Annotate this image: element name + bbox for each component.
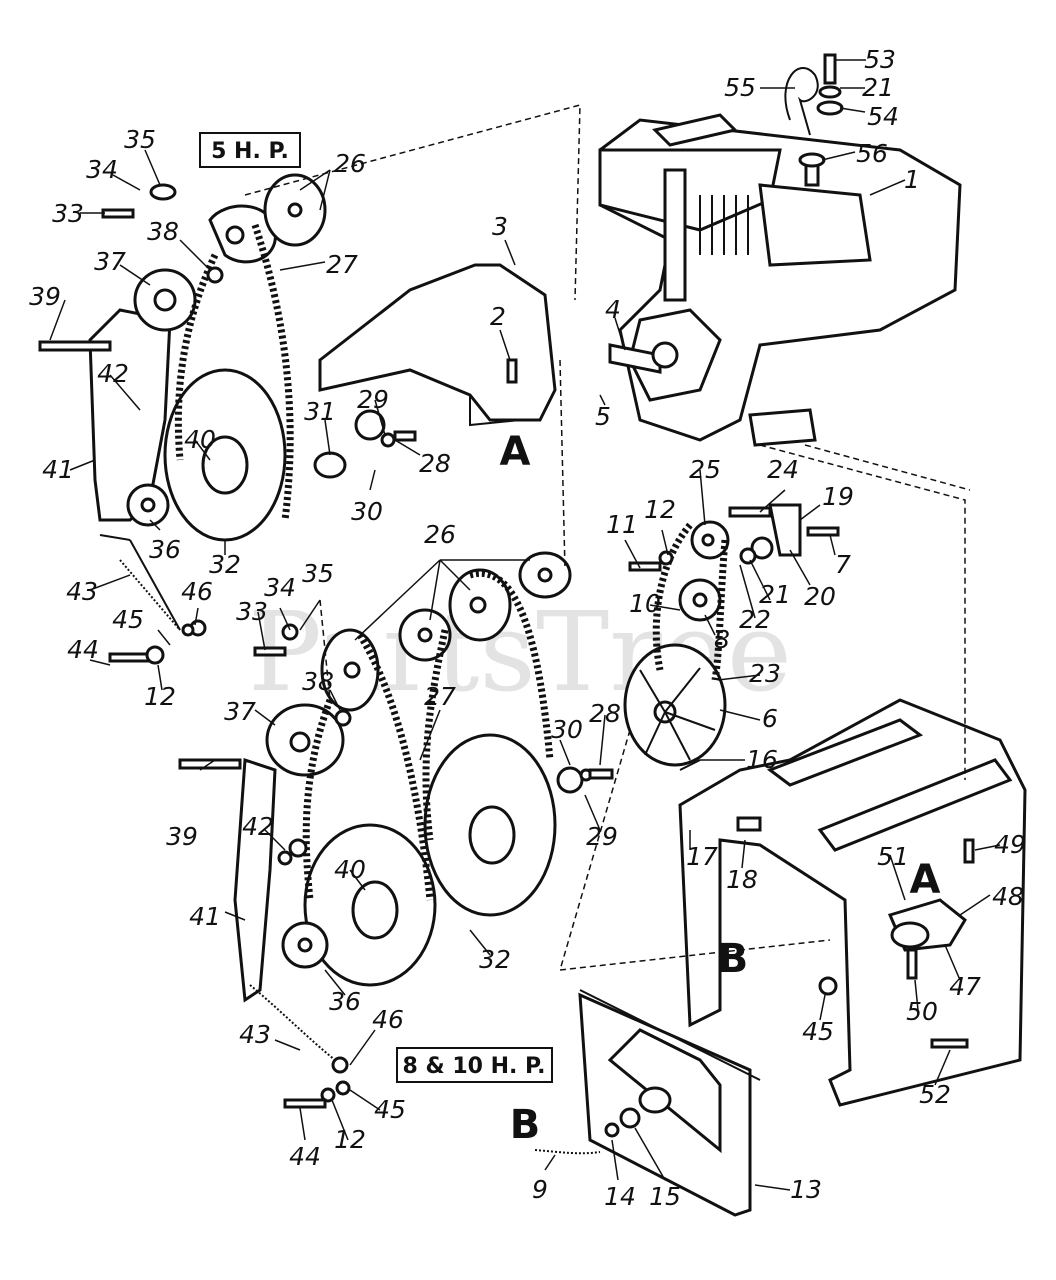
callout-6: 6	[762, 704, 778, 733]
callout-8: 8	[714, 625, 730, 654]
section-letter: A	[910, 857, 941, 903]
callout-40: 40	[334, 855, 366, 884]
callout-33: 33	[52, 199, 84, 228]
callout-53: 53	[864, 45, 896, 74]
callout-16: 16	[746, 745, 778, 774]
callout-36: 36	[149, 535, 181, 564]
callout-32: 32	[209, 550, 241, 579]
callout-38: 38	[302, 667, 334, 696]
pulley-cover	[318, 263, 557, 427]
label-8-10hp: 8 & 10 H. P.	[403, 1054, 546, 1079]
callout-13: 13	[790, 1175, 822, 1204]
callout-54: 54	[867, 102, 899, 131]
callout-4: 4	[605, 295, 621, 324]
callout-45: 45	[374, 1095, 406, 1124]
callout-39: 39	[29, 282, 61, 311]
callout-41: 41	[189, 902, 221, 931]
callout-34: 34	[264, 573, 296, 602]
callout-21: 21	[862, 73, 894, 102]
callout-17: 17	[686, 842, 718, 871]
callout-12: 12	[644, 495, 676, 524]
leader-lines	[49, 59, 1001, 1191]
callout-27: 27	[326, 250, 358, 279]
label-box-8-10hp: 8 & 10 H. P.	[396, 1047, 553, 1083]
callout-40: 40	[184, 425, 216, 454]
callout-37: 37	[94, 247, 126, 276]
callout-10: 10	[629, 589, 661, 618]
callout-19: 19	[822, 482, 854, 511]
callout-27: 27	[424, 682, 456, 711]
label-5hp: 5 H. P.	[211, 139, 289, 164]
callout-3: 3	[492, 212, 508, 241]
callout-51: 51	[877, 842, 909, 871]
callout-31: 31	[304, 397, 336, 426]
callout-14: 14	[604, 1182, 636, 1211]
callout-34: 34	[86, 155, 118, 184]
label-box-5hp: 5 H. P.	[199, 132, 301, 168]
callout-9: 9	[532, 1175, 548, 1204]
callout-20: 20	[804, 582, 836, 611]
callout-22: 22	[739, 605, 771, 634]
callout-48: 48	[992, 882, 1024, 911]
callout-28: 28	[589, 699, 621, 728]
guide-lines	[244, 104, 971, 971]
callout-45: 45	[802, 1017, 834, 1046]
frame	[678, 698, 1027, 1107]
callout-25: 25	[689, 455, 721, 484]
section-letter: B	[718, 936, 749, 982]
section-letter: B	[510, 1102, 541, 1148]
callout-41: 41	[42, 455, 74, 484]
callout-56: 56	[856, 139, 888, 168]
callout-30: 30	[351, 497, 383, 526]
callout-55: 55	[724, 73, 756, 102]
callout-36: 36	[329, 987, 361, 1016]
callout-28: 28	[419, 449, 451, 478]
callout-24: 24	[767, 455, 799, 484]
callout-26: 26	[334, 149, 366, 178]
callout-46: 46	[372, 1005, 404, 1034]
callout-42: 42	[97, 359, 129, 388]
callout-18: 18	[726, 865, 758, 894]
callout-33: 33	[236, 597, 268, 626]
callout-46: 46	[181, 577, 213, 606]
callout-39: 39	[166, 822, 198, 851]
callout-44: 44	[67, 635, 99, 664]
callout-52: 52	[919, 1080, 951, 1109]
callout-42: 42	[242, 812, 274, 841]
callout-47: 47	[949, 972, 981, 1001]
idler-bracket	[534, 989, 761, 1217]
drive-pulley-assembly	[623, 503, 840, 767]
callout-2: 2	[490, 302, 506, 331]
callout-23: 23	[749, 659, 781, 688]
callout-35: 35	[124, 125, 156, 154]
callout-30: 30	[551, 715, 583, 744]
callout-37: 37	[224, 697, 256, 726]
callout-32: 32	[479, 945, 511, 974]
callout-26: 26	[424, 520, 456, 549]
callouts: 53 55 21 54 56 1 35 26 34 33 38 27 37 3 …	[29, 45, 1026, 1211]
callout-29: 29	[357, 385, 389, 414]
callout-5: 5	[595, 402, 611, 431]
callout-44: 44	[289, 1142, 321, 1171]
hp8-10-assembly	[178, 551, 614, 1109]
callout-35: 35	[302, 559, 334, 588]
hp5-assembly	[38, 173, 417, 665]
callout-45: 45	[112, 605, 144, 634]
callout-29: 29	[586, 822, 618, 851]
callout-49: 49	[994, 830, 1026, 859]
callout-43: 43	[239, 1020, 271, 1049]
callout-50: 50	[906, 997, 938, 1026]
callout-12: 12	[334, 1125, 366, 1154]
callout-15: 15	[649, 1182, 681, 1211]
callout-12: 12	[144, 682, 176, 711]
callout-43: 43	[66, 577, 98, 606]
callout-1: 1	[904, 165, 920, 194]
callout-21: 21	[759, 580, 791, 609]
callout-38: 38	[147, 217, 179, 246]
callout-7: 7	[835, 550, 851, 579]
callout-11: 11	[606, 510, 638, 539]
engine	[598, 113, 962, 447]
section-letter: A	[500, 429, 531, 475]
